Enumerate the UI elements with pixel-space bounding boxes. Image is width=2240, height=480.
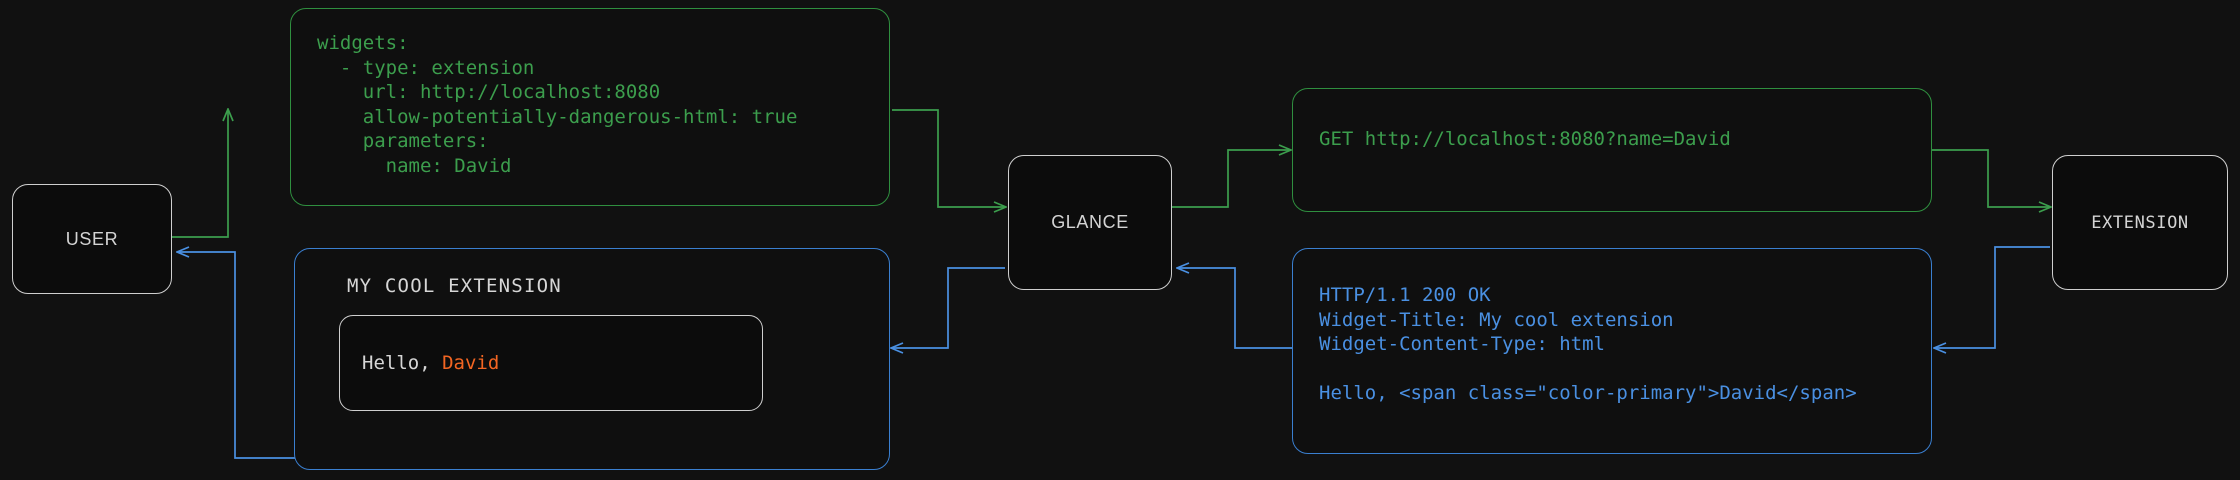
config-yaml-text: widgets: - type: extension url: http://l… (317, 32, 798, 177)
message-http-response: HTTP/1.1 200 OK Widget-Title: My cool ex… (1292, 248, 1932, 454)
wire-glance-to-request (1172, 150, 1290, 208)
widget-preview-title: MY COOL EXTENSION (347, 275, 562, 297)
widget-greeting-prefix: Hello, (362, 352, 443, 374)
node-glance-label: GLANCE (1051, 212, 1129, 232)
wire-widget-to-user (178, 252, 296, 459)
node-user[interactable]: USER (12, 184, 172, 294)
wire-config-to-glance (892, 109, 1005, 207)
widget-greeting: Hello, David (340, 352, 499, 374)
node-user-label: USER (65, 228, 119, 249)
wire-user-to-config (172, 110, 228, 238)
node-extension[interactable]: EXTENSION (2052, 155, 2228, 290)
widget-preview-panel[interactable]: MY COOL EXTENSION Hello, David (294, 248, 890, 470)
message-config-yaml: widgets: - type: extension url: http://l… (290, 8, 890, 206)
node-extension-label: EXTENSION (2091, 212, 2189, 233)
wire-request-to-extension (1930, 149, 2050, 207)
widget-preview-card: Hello, David (339, 315, 763, 411)
wire-glance-to-widget (892, 267, 1005, 348)
message-http-request: GET http://localhost:8080?name=David (1292, 88, 1932, 212)
http-response-text: HTTP/1.1 200 OK Widget-Title: My cool ex… (1319, 284, 1857, 404)
wire-response-to-glance (1178, 268, 1295, 349)
widget-greeting-name: David (442, 352, 500, 374)
http-request-text: GET http://localhost:8080?name=David (1319, 128, 1731, 150)
node-glance[interactable]: GLANCE (1008, 155, 1172, 290)
wire-extension-to-response (1935, 246, 2050, 348)
